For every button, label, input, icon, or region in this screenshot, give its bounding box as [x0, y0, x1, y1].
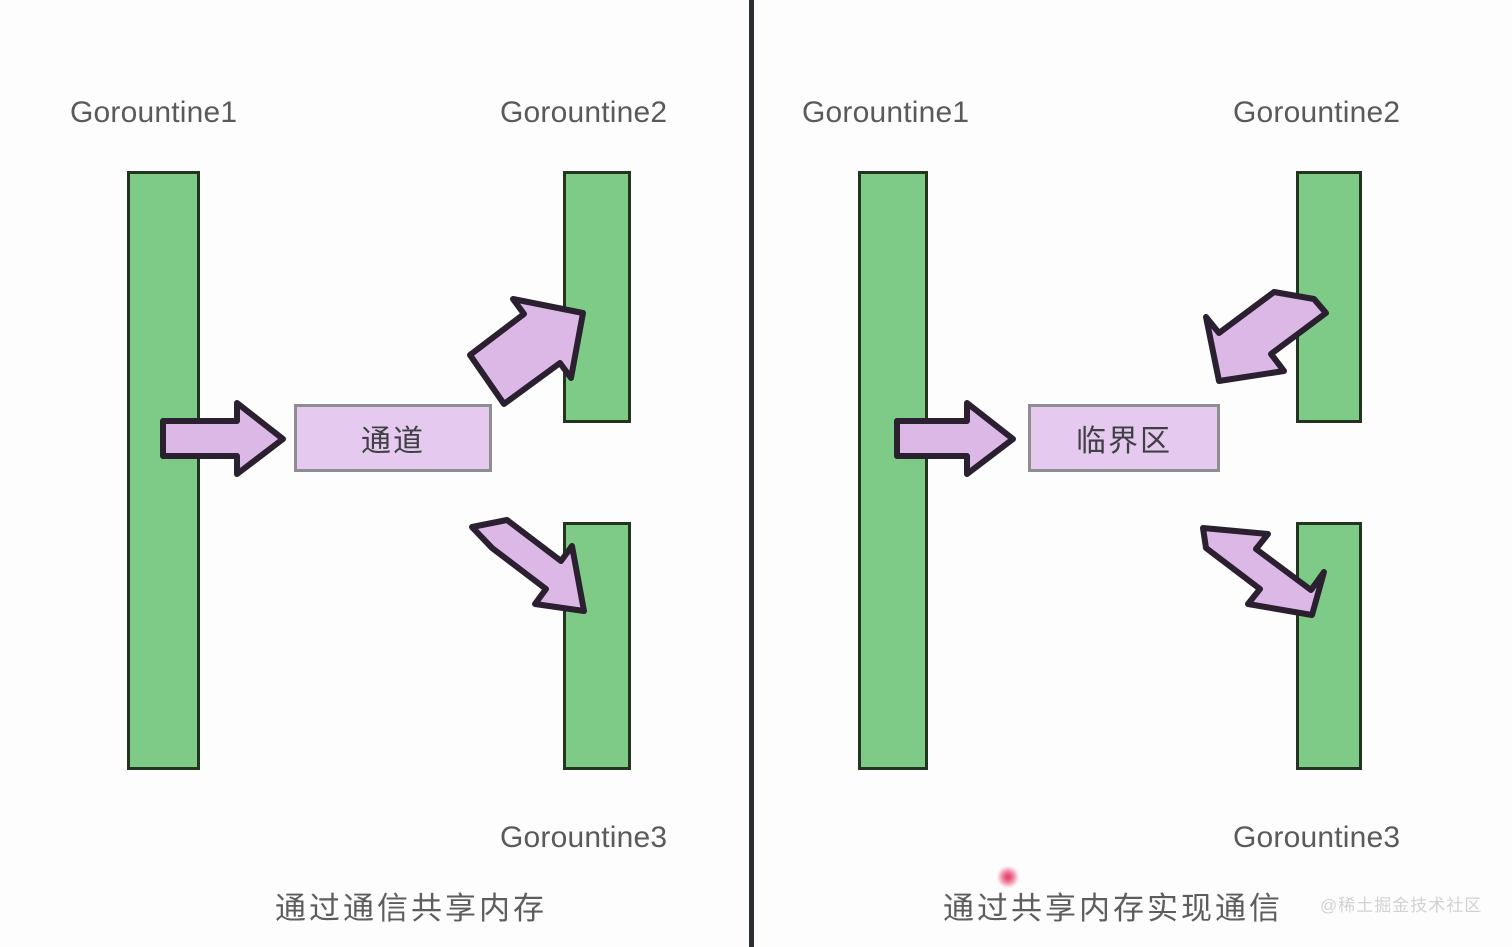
caption-right: 通过共享内存实现通信 — [943, 891, 1283, 926]
panel-share-memory-to-communicate: Gorountine1 Gorountine2 Gorountine3 临界区 … — [756, 0, 1512, 947]
goroutine-label-left-2: Gorountine2 — [500, 96, 668, 129]
goroutine-bar-right-2 — [1296, 171, 1362, 423]
cursor-dot — [998, 867, 1018, 887]
mediator-box-channel: 通道 — [294, 404, 492, 472]
panel-divider — [749, 0, 754, 947]
panel-communicate-to-share-memory: Gorountine1 Gorountine2 Gorountine3 通道 通… — [0, 0, 751, 947]
goroutine-bar-left-1 — [127, 171, 200, 770]
goroutine-bar-left-3 — [563, 522, 631, 770]
goroutine-bar-right-3 — [1296, 522, 1362, 770]
caption-left: 通过通信共享内存 — [275, 891, 547, 926]
goroutine-bar-left-2 — [563, 171, 631, 423]
goroutine-label-right-3: Gorountine3 — [1233, 821, 1401, 854]
goroutine-label-left-3: Gorountine3 — [500, 821, 668, 854]
goroutine-label-right-2: Gorountine2 — [1233, 96, 1401, 129]
goroutine-label-left-1: Gorountine1 — [70, 96, 238, 129]
goroutine-bar-right-1 — [858, 171, 928, 770]
mediator-box-critical-section: 临界区 — [1028, 404, 1220, 472]
watermark: @稀土掘金技术社区 — [1320, 896, 1483, 915]
goroutine-label-right-1: Gorountine1 — [802, 96, 970, 129]
